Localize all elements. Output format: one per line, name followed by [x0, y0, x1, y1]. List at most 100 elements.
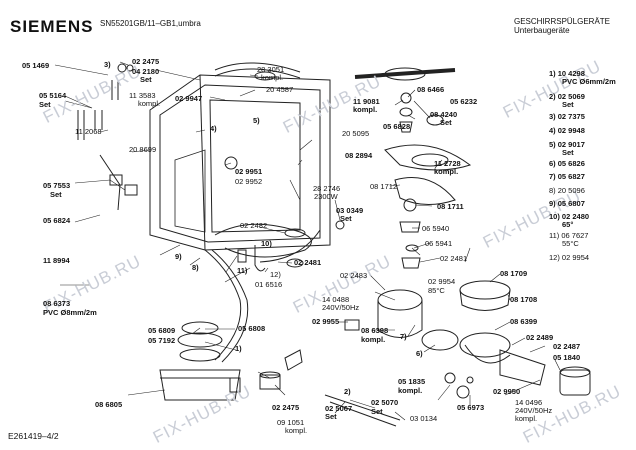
part-label: 02 2475: [272, 403, 300, 412]
part-label: 4): [210, 124, 217, 133]
part-label: 20 8699: [129, 145, 157, 154]
part-label: 02 9952: [235, 177, 263, 186]
part-label: Set: [325, 412, 337, 421]
part-label: 02 2487: [553, 342, 581, 351]
part-label: 08 6399: [510, 317, 538, 326]
part-label: 05 6824: [43, 216, 71, 225]
part-label: 08 2894: [345, 151, 373, 160]
part-label: kompl.: [261, 73, 284, 82]
circulation-pump: [377, 280, 591, 396]
part-label: 11 9081: [353, 97, 380, 106]
legend-item-num: 5) 02 9017: [549, 140, 585, 149]
part-label: 08 1711: [437, 202, 464, 211]
legend-item-num: 6) 05 6826: [549, 159, 585, 168]
legend-item-sub: Set: [562, 148, 574, 157]
part-label: 02 9954: [428, 277, 456, 286]
part-label: 02 9947: [175, 94, 203, 103]
part-label: 10): [261, 239, 272, 248]
part-label: 5): [253, 116, 260, 125]
part-label: 05 6232: [450, 97, 478, 106]
legend-item-sub: Set: [562, 100, 574, 109]
part-label: 02 2489: [526, 333, 554, 342]
part-label: PVC Ø8mm/2m: [43, 308, 97, 317]
spray-arm-top: [214, 62, 301, 81]
part-label: kompl.: [285, 426, 308, 435]
part-label: 11 2728: [434, 159, 461, 168]
part-label: 8): [192, 263, 199, 272]
part-label: 28 3051: [257, 65, 285, 74]
legend-item-num: 2) 02 5069: [549, 92, 585, 101]
part-label: 05 6973: [457, 403, 485, 412]
part-label: Set: [371, 407, 383, 416]
part-label: 06 5940: [422, 224, 450, 233]
part-label: Set: [140, 75, 152, 84]
part-label: 08 6466: [417, 85, 445, 94]
part-label: 05 5164: [39, 91, 67, 100]
part-label: 05 1835: [398, 377, 426, 386]
part-label: 11 2068: [75, 127, 102, 136]
part-label: 05 1469: [22, 61, 50, 70]
part-label: 05 6828: [383, 122, 411, 131]
part-label: 08 1712: [370, 182, 398, 191]
part-label: 02 5070: [371, 398, 399, 407]
part-label: 02 9951: [235, 167, 263, 176]
part-label: 02 5067: [325, 404, 353, 413]
legend-item-sub: 55°C: [562, 239, 579, 248]
part-label: 05 6808: [238, 324, 266, 333]
part-label: 7): [400, 332, 407, 341]
part-label: 05 7192: [148, 336, 176, 345]
sump-assembly: [159, 321, 281, 401]
brand-logo: SIEMENS: [10, 17, 94, 36]
small-parts: [109, 63, 360, 393]
part-label: 08 1708: [510, 295, 538, 304]
legend-item-sub: 65°: [562, 220, 574, 229]
part-label: 06 5941: [425, 239, 453, 248]
part-label: 9): [175, 252, 182, 261]
part-label: 3): [104, 60, 111, 69]
legend-item-num: 11) 06 7627: [549, 231, 589, 240]
legend-item-num: 4) 02 9948: [549, 126, 585, 135]
part-label: 20 5095: [342, 129, 370, 138]
legend-item-num: 9) 05 6807: [549, 199, 585, 208]
legend-item-num: 10) 02 2480: [549, 212, 590, 221]
part-label: 1): [235, 344, 242, 353]
part-label: 02 2482: [240, 221, 268, 230]
part-label: 02 2481: [440, 254, 468, 263]
part-label: Set: [440, 118, 452, 127]
part-label: 2300W: [314, 192, 338, 201]
header-category: GESCHIRRSPÜLGERÄTE: [514, 17, 611, 26]
part-label: 08 6373: [43, 299, 71, 308]
part-label: 01 6516: [255, 280, 283, 289]
part-label: 08 4240: [430, 110, 458, 119]
legend-item-num: 12) 02 9954: [549, 253, 590, 262]
part-label: 12): [270, 270, 281, 279]
model-number: SN55201GB/11–GB1,umbra: [100, 19, 201, 28]
part-label: 11 3583: [129, 91, 156, 100]
part-label: 03 0134: [410, 414, 438, 423]
part-label: kompl.: [434, 167, 459, 176]
part-label: Set: [340, 214, 352, 223]
legend-item-sub: PVC Ø6mm/2m: [562, 77, 616, 86]
part-label: 85°C: [428, 286, 445, 295]
part-label: kompl.: [361, 335, 386, 344]
legend-item-num: 1) 10 4298: [549, 69, 585, 78]
part-label: 08 1709: [500, 269, 528, 278]
part-label: Set: [50, 190, 62, 199]
document-code: E261419–4/2: [8, 431, 59, 441]
legend-item-num: 3) 02 7375: [549, 112, 585, 121]
part-label: 02 2481: [294, 258, 322, 267]
part-label: 02 2475: [132, 57, 160, 66]
legend-item-num: 8) 20 5096: [549, 186, 585, 195]
part-label: 11): [237, 266, 248, 275]
part-label: kompl.: [515, 414, 538, 423]
part-label: 6): [416, 349, 423, 358]
part-label: 05 6809: [148, 326, 176, 335]
part-label: 14 0488: [322, 295, 350, 304]
part-label: kompl.: [353, 105, 378, 114]
part-label: kompl.: [138, 99, 161, 108]
part-label: Set: [39, 100, 51, 109]
part-label: 08 6805: [95, 400, 123, 409]
leader-lines: [54, 61, 561, 421]
filter-assembly: [384, 144, 472, 269]
part-label: 04 2180: [132, 67, 160, 76]
